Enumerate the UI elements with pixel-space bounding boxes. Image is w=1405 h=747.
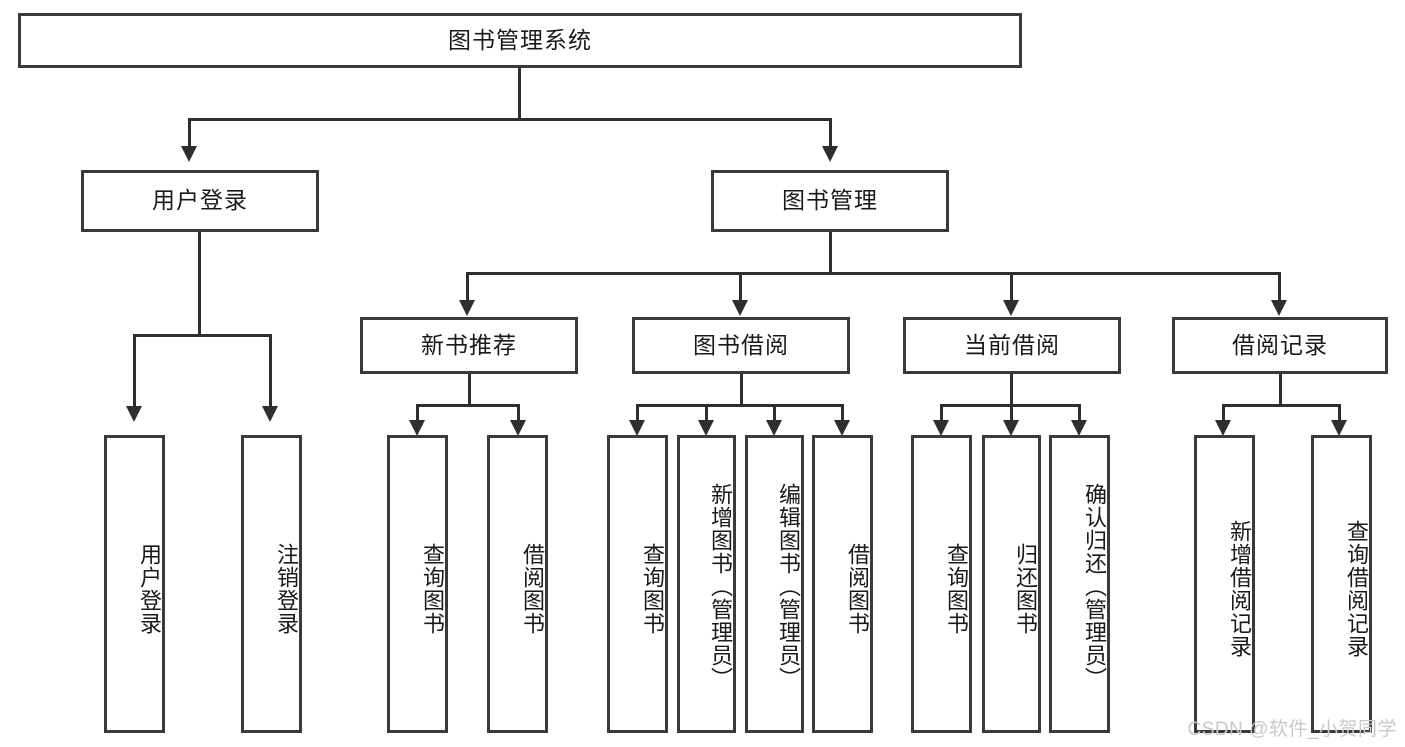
node-book-borrow[interactable]: 图书借阅 [632,317,850,374]
edge-root-to-book-management [829,118,832,148]
arrowhead-bb-to-borrow-book [834,420,850,436]
arrowhead-root-to-book-management [822,146,838,162]
leaf-user-login[interactable]: 用户登录 [104,435,165,733]
arrowhead-root-to-user-login [181,146,197,162]
edge-root-stem [518,68,521,118]
edge-book-borrow-bus [636,404,844,407]
edge-new-book-bus [416,404,520,407]
edge-borrow-record-stem [1279,374,1282,406]
arrowhead-br-to-query-record [1331,420,1347,436]
arrowhead-bb-to-edit-book [766,420,782,436]
leaf-query-book-current[interactable]: 查询图书 [911,435,972,733]
arrowhead-bm-to-book-borrow [732,300,748,316]
arrowhead-br-to-add-record [1215,420,1231,436]
edge-borrow-record-bus [1222,404,1341,407]
edge-bb-to-add-book [705,404,708,426]
edge-root-bus [188,118,832,121]
edge-bb-to-query-book [636,404,639,426]
arrowhead-bb-to-query-book [629,420,645,436]
node-user-login[interactable]: 用户登录 [81,170,319,232]
edge-root-to-user-login [188,118,191,148]
node-root-book-management-system[interactable]: 图书管理系统 [18,13,1022,68]
arrowhead-cb-to-query-book [933,420,949,436]
leaf-add-book-admin[interactable]: 新增图书（管理员） [677,435,736,733]
edge-user-login-to-leaf-login [133,334,136,408]
edge-user-login-bus [133,334,271,337]
arrowhead-bm-to-new-book [459,300,475,316]
edge-new-book-stem [468,374,471,406]
edge-book-borrow-stem [740,374,743,406]
edge-book-management-bus [466,272,1278,275]
arrowhead-user-login-to-leaf-login [126,406,142,422]
edge-bb-to-borrow-book [841,404,844,426]
node-borrow-record[interactable]: 借阅记录 [1172,317,1388,374]
leaf-borrow-book[interactable]: 借阅图书 [812,435,873,733]
leaf-return-book[interactable]: 归还图书 [982,435,1041,733]
edge-user-login-to-leaf-logout [269,334,272,408]
edge-bm-to-new-book [466,272,469,302]
node-new-book-recommend[interactable]: 新书推荐 [360,317,578,374]
node-current-borrow[interactable]: 当前借阅 [903,317,1121,374]
edge-nb-to-borrow-book [517,404,520,426]
arrowhead-bb-to-add-book [698,420,714,436]
edge-bm-to-borrow-record [1278,272,1281,302]
arrowhead-nb-to-query-book [409,420,425,436]
edge-cb-to-query-book [940,404,943,426]
leaf-query-book-borrow[interactable]: 查询图书 [607,435,668,733]
edge-user-login-stem [198,232,201,336]
edge-br-to-query-record [1338,404,1341,426]
edge-br-to-add-record [1222,404,1225,426]
edge-cb-to-confirm-return [1078,404,1081,426]
leaf-add-borrow-record[interactable]: 新增借阅记录 [1194,435,1255,733]
arrowhead-cb-to-confirm-return [1071,420,1087,436]
leaf-query-book-new[interactable]: 查询图书 [387,435,448,733]
edge-bm-to-book-borrow [739,272,742,302]
arrowhead-bm-to-current-borrow [1003,300,1019,316]
edge-book-management-stem [829,232,832,274]
arrowhead-user-login-to-leaf-logout [262,406,278,422]
edge-nb-to-query-book [416,404,419,426]
leaf-query-borrow-record[interactable]: 查询借阅记录 [1311,435,1372,733]
leaf-logout[interactable]: 注销登录 [241,435,302,733]
arrowhead-cb-to-return-book [1003,420,1019,436]
edge-bm-to-current-borrow [1010,272,1013,302]
edge-current-borrow-stem [1010,374,1013,406]
node-book-management[interactable]: 图书管理 [711,170,949,232]
arrowhead-nb-to-borrow-book [510,420,526,436]
arrowhead-bm-to-borrow-record [1271,300,1287,316]
leaf-confirm-return-admin[interactable]: 确认归还（管理员） [1049,435,1110,733]
leaf-edit-book-admin[interactable]: 编辑图书（管理员） [745,435,804,733]
edge-bb-to-edit-book [773,404,776,426]
edge-cb-to-return-book [1010,404,1013,426]
leaf-borrow-book-new[interactable]: 借阅图书 [487,435,548,733]
